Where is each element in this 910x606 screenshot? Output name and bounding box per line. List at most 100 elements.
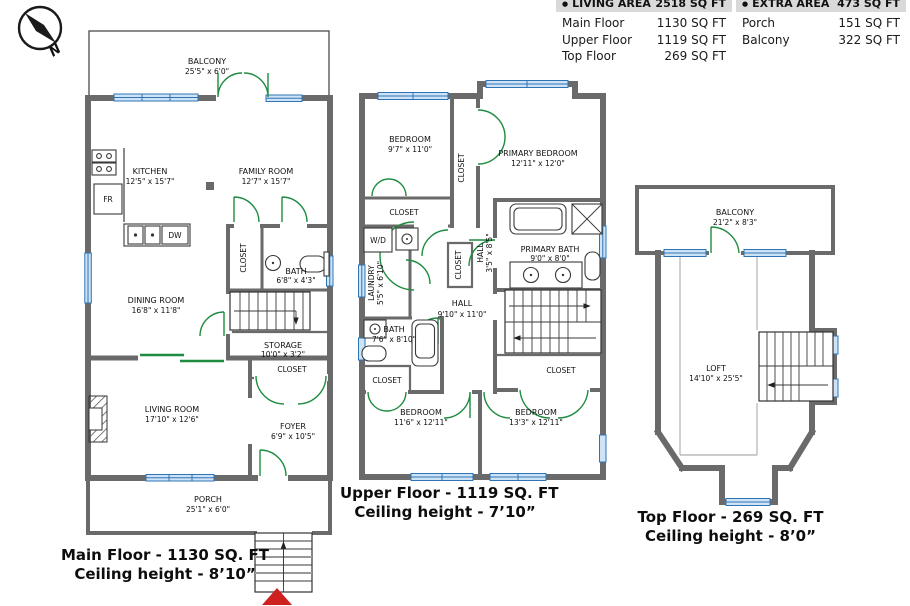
closet-center-label: CLOSET [454,250,463,280]
compass: N [17,5,65,61]
main-balcony-label: BALCONY [188,57,226,66]
table-row: Top Floor 269 SQ FT [556,48,732,65]
foyer-dims: 6'9" x 10'5" [271,432,315,441]
washer-dryer-icon [363,227,393,253]
kitchen-fixtures [91,148,214,247]
entry-arrow-icon [262,588,292,605]
row-name: Upper Floor [562,32,633,47]
living-room-dims: 17'10" x 12'6" [145,415,199,424]
kitchen-dims: 12'5" x 15'7" [126,177,175,186]
post [206,182,214,190]
main-closet2-label: CLOSET [277,365,307,374]
main-floor-title-line: Main Floor - 1130 SQ. FT [60,546,270,564]
primary-bath-label: PRIMARY BATH [521,245,580,254]
bedroom3-label: BEDROOM [515,408,557,417]
closet-left-label: CLOSET [389,208,419,217]
main-windows [84,93,334,482]
row-value: 322 SQ FT [838,32,900,47]
fridge-label: FR [103,195,113,204]
fireplace-icon [88,395,108,443]
loft-label: LOFT [706,364,726,373]
kitchen-label: KITCHEN [133,167,168,176]
loft-dims: 14'10" x 25'5" [689,374,743,383]
bedroom3-dims: 13'3" x 12'11" [509,418,563,427]
upper-windows [358,80,607,481]
hall-dims: 9'10" x 11'0" [438,310,487,319]
upper-floor-title-line: Upper Floor - 1119 SQ. FT [340,484,559,502]
fridge-icon [93,183,123,215]
primary-bath-dims: 9'0" x 8'0" [530,254,569,263]
oven-icon [91,149,117,163]
roofline [679,256,758,456]
vanity-icon [509,261,583,289]
main-floor-ceiling-line: Ceiling height - 8’10” [74,565,256,583]
closet-mid-label: CLOSET [457,153,466,183]
oven-icon [91,162,117,176]
storage-label: STORAGE [264,341,302,350]
top-balcony-door [710,226,740,254]
hall-small-dims: 3'5" x 8'5" [485,233,494,272]
bedroom1-label: BEDROOM [389,135,431,144]
bullet-icon: ● [742,0,749,8]
top-floor-title-line: Top Floor - 269 SQ. FT [637,508,824,526]
table-row: Balcony 322 SQ FT [736,32,906,49]
main-closet1-label: CLOSET [239,243,248,273]
bedroom2-dims: 11'6" x 12'11" [394,418,448,427]
row-name: Porch [742,16,776,30]
main-floor-plan: BALCONY 25'5" x 6'0" KITCHEN 12'5" x 15'… [84,30,334,605]
bedroom1-dims: 9'7" x 11'0" [388,145,432,154]
dishwasher-label: DW [168,231,182,240]
top-windows [663,249,839,506]
washer-dryer-label: W/D [370,236,386,245]
laundry-label: LAUNDRY [367,265,376,301]
storage-dims: 10'0" x 3'2" [261,350,305,359]
upper-floor-plan: BEDROOM 9'7" x 11'0" CLOSET PRIMARY BEDR… [358,80,607,481]
top-balcony-dims: 21'2" x 8'3" [713,218,757,227]
main-floor-title: Main Floor - 1130 SQ. FT Ceiling height … [55,546,275,584]
dining-room-label: DINING ROOM [128,296,185,305]
extra-area-header: ● EXTRA AREA 473 SQ FT [736,0,906,12]
toilet-tank [323,251,330,277]
top-floor-ceiling-line: Ceiling height - 8’0” [645,527,816,545]
row-value: 269 SQ FT [664,49,726,63]
family-room-dims: 12'7" x 15'7" [242,177,291,186]
main-interior-walls-2 [226,226,332,292]
bedroom2-label: BEDROOM [400,408,442,417]
toilet-icon [361,345,387,362]
main-stairs [229,291,311,331]
compass-circle [17,5,63,51]
table-row: Porch 151 SQ FT [736,15,906,32]
table-row: Upper Floor 1119 SQ FT [556,32,732,49]
porch-dims: 25'1" x 6'0" [186,505,230,514]
primary-bedroom-label: PRIMARY BEDROOM [498,149,577,158]
bullet-icon: ● [562,0,569,8]
closet-bl-label: CLOSET [372,376,402,385]
living-area-label: LIVING AREA [572,0,651,10]
hall-label: HALL [452,299,473,308]
compass-needle-icon [25,13,56,43]
dishwasher-icon [161,225,189,245]
extra-area-label: EXTRA AREA [752,0,830,10]
row-name: Balcony [742,32,790,47]
top-stairs [758,331,834,402]
main-doors [140,72,327,477]
upper-doors [367,109,589,419]
closet-br-label: CLOSET [546,366,576,375]
row-value: 1130 SQ FT [656,16,726,30]
primary-bedroom-dims: 12'11" x 12'0" [511,159,565,168]
top-floor-plan: BALCONY 21'2" x 8'3" LOFT 14'10" x 25'5" [635,185,839,506]
hall-small-label: HALL [476,243,485,263]
porch-label: PORCH [194,495,222,504]
toilet-icon [584,251,601,281]
main-balcony-dims: 25'5" x 6'0" [185,67,229,76]
foyer-label: FOYER [280,422,306,431]
upper-interior-walls-3 [360,241,605,394]
compass-north-label: N [47,42,65,61]
upper-floor-ceiling-line: Ceiling height - 7’10” [354,503,536,521]
top-balcony-walls [635,185,835,255]
laundry-dims: 5'5" x 6'10" [376,261,385,305]
table-row: Main Floor 1130 SQ FT [556,15,732,32]
dining-room-dims: 16'8" x 11'8" [132,306,181,315]
entry-stairs [254,532,313,605]
